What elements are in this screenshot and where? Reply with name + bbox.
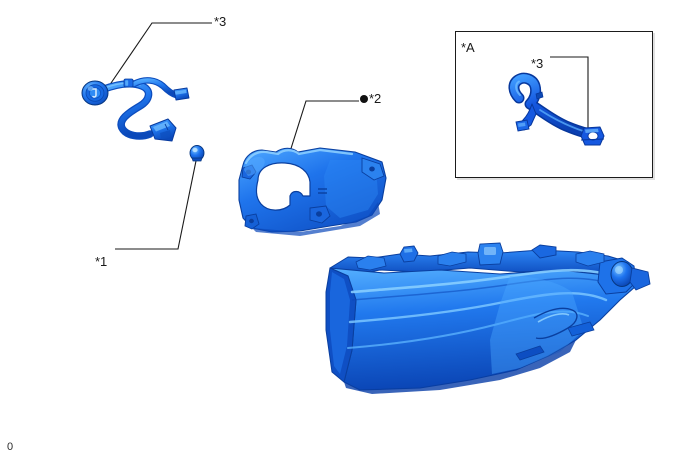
inset-detail-box: [455, 31, 653, 178]
inset-detail-content: [508, 72, 605, 146]
callout-label-inset-part: *3: [531, 56, 544, 71]
part-bolt: [189, 145, 205, 162]
part-bumper-cover: [325, 242, 651, 394]
filled-circle-marker: [360, 94, 368, 103]
callout-label-harness: *3: [214, 14, 227, 29]
leader-line-harness: [108, 22, 212, 87]
corner-mark: 0: [7, 441, 14, 453]
leader-line-bracket: [287, 100, 359, 159]
callout-label-bracket-group: *2: [360, 92, 381, 105]
leader-line-inset-part: [550, 56, 589, 129]
callout-label-bolt: *1: [95, 254, 108, 269]
leader-line-bolt: [115, 155, 198, 250]
part-fog-lamp-bracket: [238, 147, 387, 236]
callout-label-inset-a: *A: [461, 40, 475, 55]
part-wire-harness: [81, 77, 190, 142]
callout-label-bracket: *2: [369, 91, 382, 106]
